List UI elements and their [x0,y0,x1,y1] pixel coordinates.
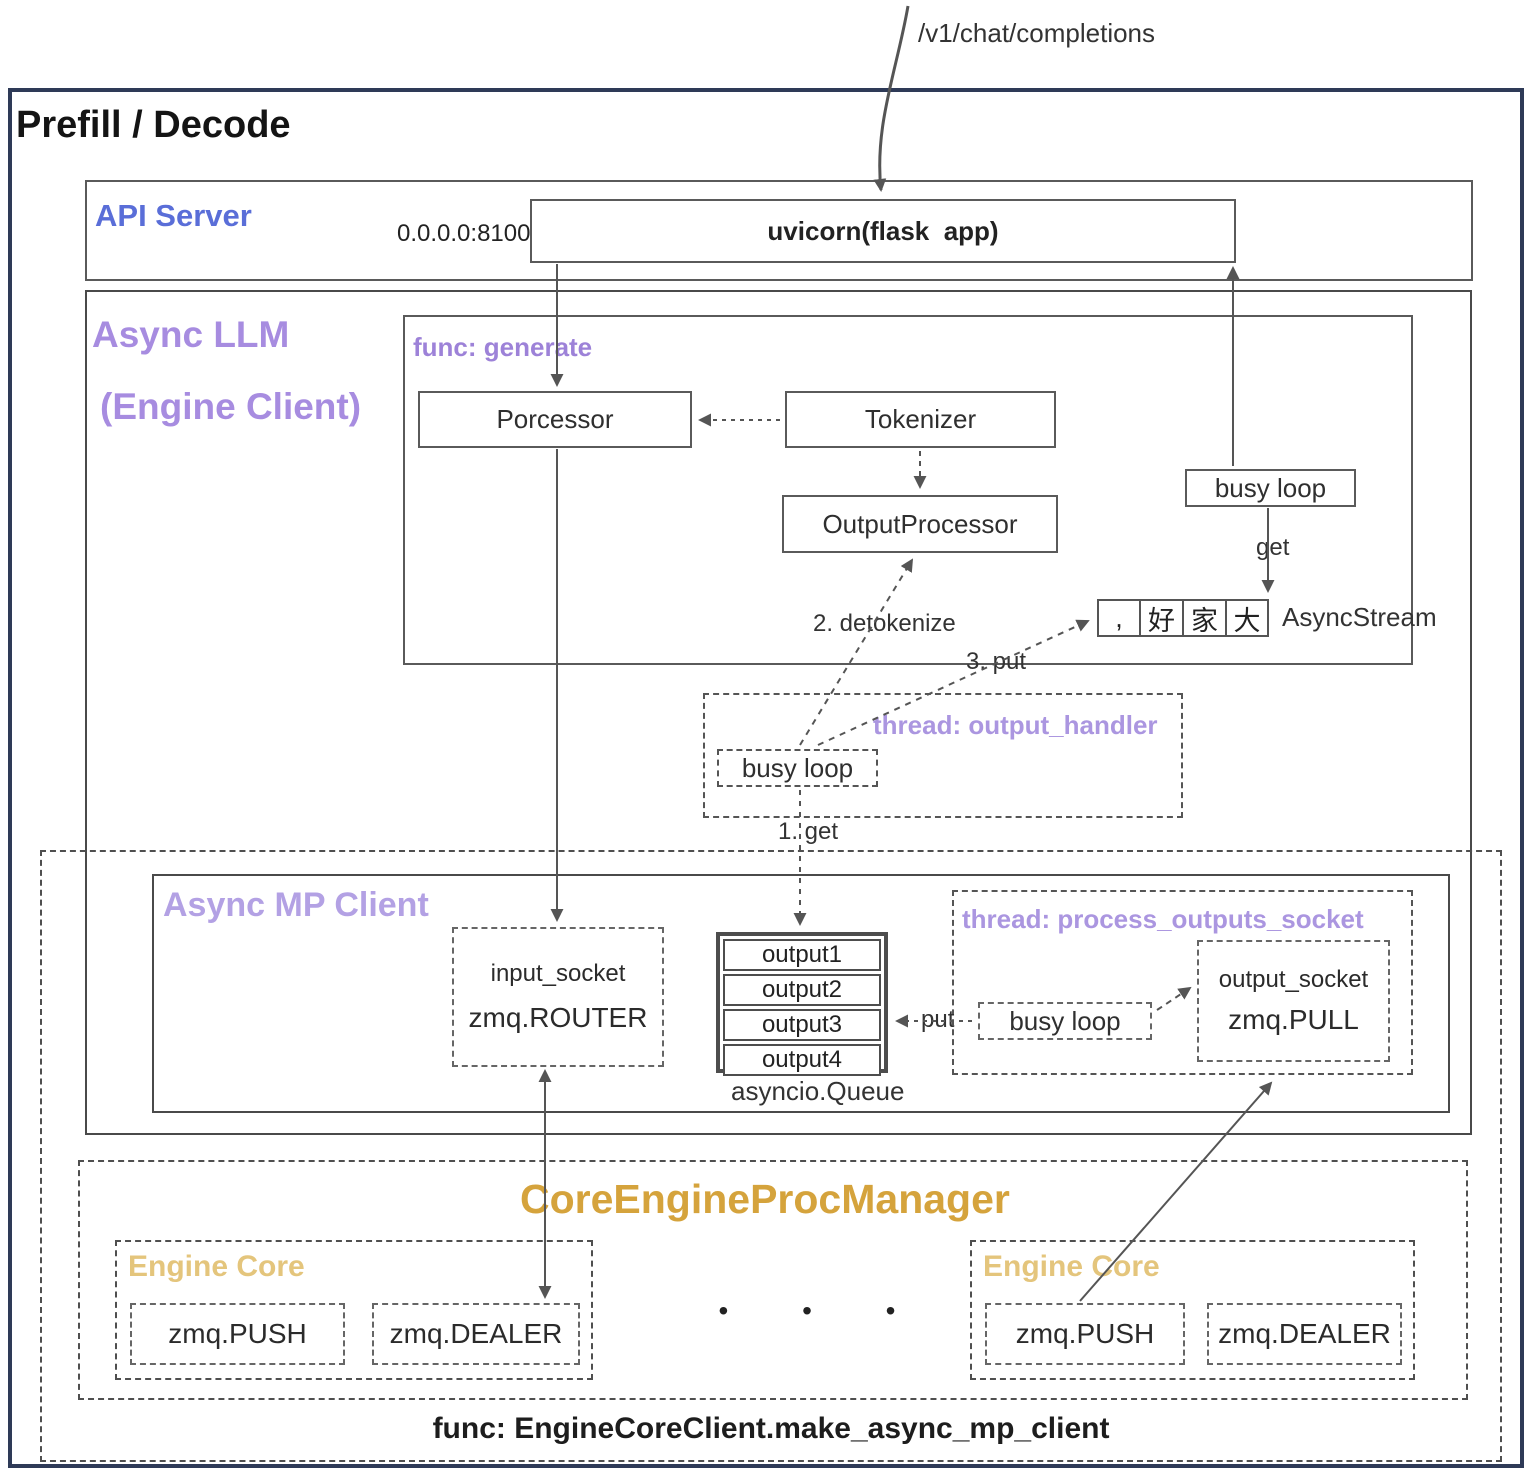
async-stream-label: AsyncStream [1282,602,1437,632]
put-label: put [921,1006,955,1033]
output-socket-name: output_socket [1218,966,1369,993]
api-server-title: API Server [95,198,252,233]
stream-cell: 好 [1140,599,1183,637]
uvicorn-box: uvicorn(flask app) [530,199,1236,263]
busy-loop-box-output-handler: busy loop [717,749,878,787]
zmq-push-box-right: zmq.PUSH [985,1303,1185,1365]
async-stream-cells: , 好 家 大 [1097,599,1269,637]
output-processor-box: OutputProcessor [782,495,1058,553]
input-socket-box: input_socket zmq.ROUTER [452,927,664,1067]
func-generate-label: func: generate [413,332,593,362]
input-socket-name: input_socket [490,960,626,987]
queue-item: output3 [723,1009,881,1041]
engine-core-box-left [115,1240,593,1380]
zmq-dealer-box-left: zmq.DEALER [372,1303,580,1365]
thread-process-outputs-label: thread: process_outputs_socket [962,904,1364,934]
async-mp-client-title: Async MP Client [163,886,429,924]
zmq-push-box-left: zmq.PUSH [130,1303,345,1365]
tokenizer-box: Tokenizer [785,391,1056,448]
queue-item: output1 [723,939,881,971]
get-label: get [1256,534,1290,561]
async-mp-client-box [152,874,1450,1113]
input-socket-type: zmq.ROUTER [468,1002,648,1033]
engine-core-right-title: Engine Core [983,1250,1160,1283]
detokenize-label: 2. detokenize [813,610,956,637]
stream-cell: 家 [1183,599,1226,637]
async-llm-box [85,290,1472,1135]
get-1-label: 1. get [778,818,839,845]
thread-output-handler-label: thread: output_handler [873,710,1158,740]
asyncio-queue: output1 output2 output3 output4 [716,932,888,1076]
prefill-decode-frame [8,88,1524,1468]
async-llm-title-line1: Async LLM [92,314,290,355]
queue-item: output4 [723,1044,881,1076]
output-socket-box: output_socket zmq.PULL [1197,940,1390,1062]
core-engine-proc-manager-box [78,1160,1468,1400]
endpoint-label: /v1/chat/completions [918,18,1156,48]
busy-loop-box-top: busy loop [1185,469,1356,507]
make-async-mp-client-label: func: EngineCoreClient.make_async_mp_cli… [432,1412,1110,1445]
api-server-box [85,180,1473,281]
put-3-label: 3. put [966,648,1027,675]
stream-cell: 大 [1226,599,1269,637]
output-socket-type: zmq.PULL [1228,1004,1359,1035]
processor-box: Porcessor [418,391,692,448]
core-engine-proc-manager-title: CoreEngineProcManager [520,1176,1010,1222]
async-llm-title-line2: (Engine Client) [100,386,362,427]
stream-cell: , [1097,599,1140,637]
engine-core-left-title: Engine Core [128,1250,305,1283]
engine-cores-ellipsis: • • • [718,1295,898,1326]
thread-process-outputs-box [952,890,1413,1075]
busy-loop-box-process-outputs: busy loop [978,1002,1152,1040]
make-async-mp-client-box [40,850,1502,1462]
api-server-address: 0.0.0.0:8100 [397,220,531,247]
asyncio-queue-label: asyncio.Queue [731,1076,905,1106]
page-title: Prefill / Decode [16,104,291,146]
zmq-dealer-box-right: zmq.DEALER [1207,1303,1402,1365]
queue-item: output2 [723,974,881,1006]
